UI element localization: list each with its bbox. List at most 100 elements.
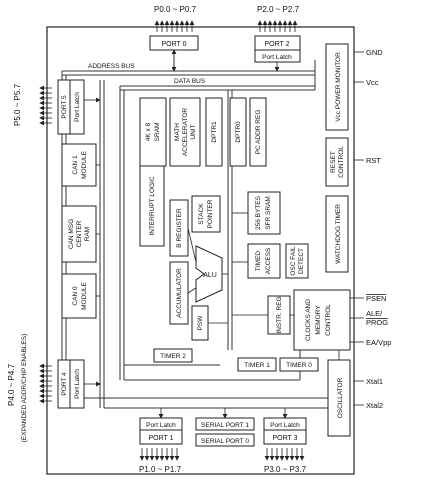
sp-label-l2: POINTER <box>207 199 214 228</box>
port5-latch-block <box>69 79 85 135</box>
pc-addr-block <box>249 97 267 167</box>
p2-pin-label: P2.0 ~ P2.7 <box>257 5 300 14</box>
address-bus-label: ADDRESS BUS <box>88 63 135 70</box>
vcc-pin-label: Vcc <box>366 78 379 87</box>
sfr-label-l2: SFR SRAM <box>265 196 272 230</box>
prog-pin-label: PROG <box>366 318 388 327</box>
port5-latch-label: Port Latch <box>74 92 81 122</box>
can1-label-l1: CAN 1 <box>72 155 79 175</box>
can-msg-label-l3: RAM <box>84 227 91 241</box>
timer0-block <box>279 357 319 372</box>
port0-label: PORT 0 <box>161 41 186 48</box>
can1-label-l2: MODULE <box>81 150 88 178</box>
clocks-label-l2: MEMORY <box>315 305 322 335</box>
p1-pin-label: P1.0 ~ P1.7 <box>139 465 182 474</box>
osc-fail-block <box>285 243 309 279</box>
can-msg-label-l1: CAN MSG <box>68 219 75 249</box>
serial-port0-label: SERIAL PORT 0 <box>201 438 249 445</box>
chip-boundary <box>46 26 355 475</box>
can0-label-l2: MODULE <box>81 281 88 309</box>
gnd-pin-label: GND <box>366 48 383 57</box>
psen-pin-label: PSEN <box>366 294 386 303</box>
alu-block <box>195 245 223 303</box>
can1-block <box>61 143 97 187</box>
interrupt-logic-block <box>139 165 165 247</box>
sram-block <box>139 97 167 167</box>
interrupt-label: INTERRUPT LOGIC <box>149 176 156 235</box>
eavpp-pin-label: EA/Vpp <box>366 338 391 347</box>
dptr0-block <box>229 97 247 167</box>
b-register-label: B REGISTER <box>176 208 183 248</box>
can0-label-l1: CAN 0 <box>72 286 79 306</box>
timer0-label: TIMER 0 <box>286 362 312 369</box>
reset-label-l1: RESET <box>330 151 337 173</box>
port3-label: PORT 3 <box>272 435 297 442</box>
reset-control-block <box>325 137 349 187</box>
timer2-block <box>153 348 193 363</box>
port3-latch-label: Port Latch <box>270 422 300 429</box>
reset-label-l2: CONTROL <box>338 146 345 178</box>
math-label-l3: UNIT <box>190 124 197 139</box>
clocks-label-l1: CLOCKS AND <box>305 299 312 341</box>
port2-label: PORT 2 <box>264 41 289 48</box>
port4-label: PORT 4 <box>61 372 68 396</box>
sram-label-l2: SRAM <box>154 123 161 142</box>
data-bus-label: DATA BUS <box>174 78 206 85</box>
timer1-block <box>237 357 277 372</box>
xtal2-pin-label: Xtal2 <box>366 401 383 410</box>
timer1-label: TIMER 1 <box>244 362 270 369</box>
p3-pin-arrows <box>264 448 305 461</box>
dptr1-block <box>205 97 223 167</box>
stack-pointer-block <box>191 195 221 233</box>
osc-fail-label-l1: OSC FAIL <box>290 246 297 276</box>
connection-arrows <box>84 49 340 419</box>
p4-pin-note: (EXPANDED ADDR/CHIP ENABLES) <box>21 334 28 442</box>
watchdog-block <box>325 195 349 273</box>
can0-block <box>61 273 97 319</box>
alu-label: ALU <box>203 272 217 279</box>
can-msg-label-l2: CENTER <box>76 220 83 247</box>
vcc-monitor-label: Vcc POWER MONITOR <box>335 52 342 122</box>
serial-port0-block <box>195 433 255 447</box>
xtal1-pin-label: Xtal1 <box>366 377 383 386</box>
serial-port1-label: SERIAL PORT 1 <box>201 422 249 429</box>
timer2-label: TIMER 2 <box>160 353 186 360</box>
port2-latch-block <box>254 49 301 63</box>
port4-latch-label: Port Latch <box>74 369 81 399</box>
port1-block <box>139 429 183 445</box>
port5-label: PORT 5 <box>61 95 68 119</box>
p3-pin-label: P3.0 ~ P3.7 <box>264 465 307 474</box>
vcc-monitor-block <box>325 43 349 131</box>
sfr-label-l1: 256 BYTES <box>255 195 262 230</box>
clocks-memory-block <box>293 289 351 351</box>
dptr1-label: DPTR1 <box>211 121 218 143</box>
dptr0-label: DPTR0 <box>235 121 242 143</box>
osc-fail-label-l2: DETECT <box>298 248 305 274</box>
timed-label-l2: ACCESS <box>265 247 272 274</box>
p0-pin-arrows <box>154 20 195 32</box>
math-unit-block <box>169 97 201 167</box>
timed-access-block <box>247 243 281 279</box>
instr-label: INSTR. REG <box>276 296 283 333</box>
timed-label-l1: TIMED <box>255 251 262 272</box>
sfr-sram-block <box>247 191 281 235</box>
sp-label-l1: STACK <box>198 203 205 225</box>
pc-addr-label: PC ADDR REG <box>255 110 262 155</box>
psw-label: PSW <box>197 315 204 331</box>
p5-pin-arrows <box>39 85 52 126</box>
p4-pin-label: P4.0 ~ P4.7 <box>7 363 16 406</box>
port2-latch-label: Port Latch <box>262 54 292 61</box>
math-label-l1: MATH <box>174 123 181 141</box>
watchdog-label: WATCHDOG TIMER <box>335 204 342 264</box>
p1-pin-arrows <box>139 448 180 461</box>
oscillator-label: OSCILLATOR <box>337 377 344 418</box>
p4-pin-arrows <box>39 363 52 404</box>
math-label-l2: ACCELERATOR <box>182 108 189 156</box>
accumulator-label: ACCUMULATOR <box>176 268 183 318</box>
clocks-label-l3: CONTROL <box>325 304 332 336</box>
port1-label: PORT 1 <box>148 435 173 442</box>
sram-label-l1: 4K x 8 <box>145 122 152 141</box>
can-msg-block <box>61 205 97 263</box>
p0-pin-label: P0.0 ~ P0.7 <box>154 5 197 14</box>
